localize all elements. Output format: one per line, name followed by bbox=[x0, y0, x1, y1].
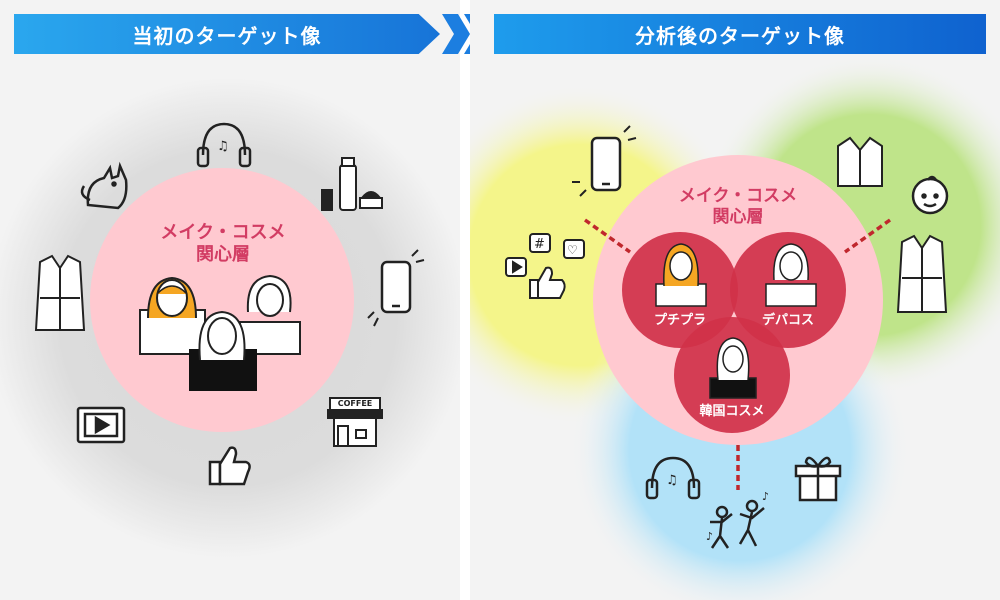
svg-text:♫: ♫ bbox=[217, 139, 229, 154]
chevron-right-icon bbox=[442, 14, 470, 54]
center-label-line1: メイク・コスメ bbox=[658, 186, 818, 206]
right-panel: # ♡ bbox=[470, 0, 1000, 600]
svg-text:♫: ♫ bbox=[666, 473, 678, 488]
left-panel: ♫ bbox=[0, 0, 460, 600]
baby-icon bbox=[913, 177, 947, 213]
banner-analyzed-target: 分析後のターゲット像 bbox=[494, 14, 986, 54]
segment-label-kankoku: 韓国コスメ bbox=[686, 404, 778, 420]
coat-icon bbox=[36, 256, 84, 330]
center-label-line1: メイク・コスメ bbox=[138, 222, 308, 244]
center-label-line2: 関心層 bbox=[658, 207, 818, 227]
svg-text:♪: ♪ bbox=[762, 490, 769, 503]
segment-label-depakosu: デパコス bbox=[746, 313, 830, 329]
coffee-sign-label: COFFEE bbox=[332, 399, 378, 409]
segment-label-puchipura: プチプラ bbox=[638, 313, 722, 329]
inner-pink-circle bbox=[90, 168, 354, 432]
svg-text:♡: ♡ bbox=[567, 243, 578, 257]
coat-icon bbox=[898, 236, 946, 312]
left-diagram: ♫ bbox=[0, 0, 460, 600]
video-player-icon bbox=[78, 408, 124, 442]
svg-text:#: # bbox=[534, 237, 545, 252]
center-label-line2: 関心層 bbox=[138, 244, 308, 266]
svg-text:♪: ♪ bbox=[706, 530, 713, 543]
right-diagram: # ♡ bbox=[470, 0, 1000, 600]
banner-initial-target: 当初のターゲット像 bbox=[14, 14, 440, 54]
